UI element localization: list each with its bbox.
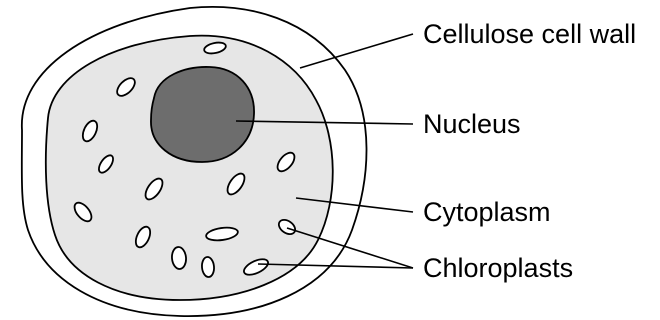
chloroplasts-label: Chloroplasts <box>423 253 573 283</box>
nucleus <box>151 67 254 162</box>
nucleus-label: Nucleus <box>423 109 521 139</box>
cell-wall-label: Cellulose cell wall <box>423 19 636 49</box>
cytoplasm-label: Cytoplasm <box>423 197 551 227</box>
